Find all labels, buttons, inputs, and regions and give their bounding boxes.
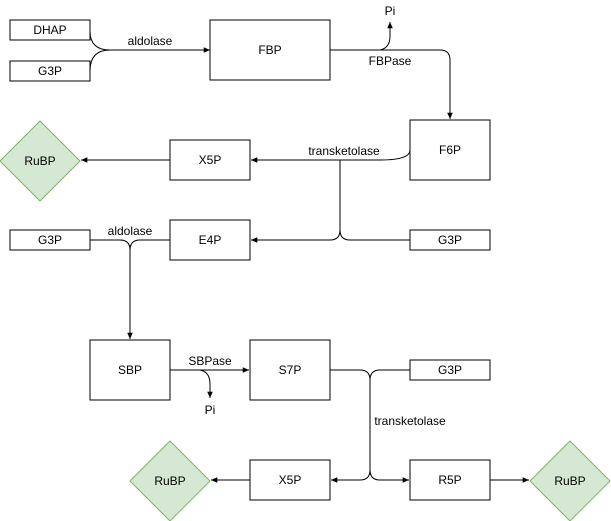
node-g3p-3-label: G3P (438, 233, 462, 247)
node-fbp-label: FBP (258, 43, 281, 57)
node-r5p-label: R5P (438, 473, 461, 487)
label-transketolase-1: transketolase (308, 144, 380, 158)
edge-g3p-fbp (89, 49, 111, 72)
edge-fbp-pi (379, 22, 393, 51)
node-g3p-1: G3P (9, 60, 91, 82)
node-rubp-2: RuBP (129, 440, 211, 521)
node-f6p-label: F6P (439, 143, 461, 157)
node-g3p-2: G3P (9, 229, 91, 251)
edge-e4p-sbp (129, 239, 170, 251)
node-dhap: DHAP (9, 19, 91, 41)
edge-sbp-pi (199, 369, 213, 398)
node-sbp-label: SBP (118, 363, 142, 377)
node-g3p-2-label: G3P (38, 233, 62, 247)
node-g3p-4: G3P (409, 359, 491, 381)
node-rubp-3-label: RuBP (554, 474, 585, 488)
node-rubp-3: RuBP (529, 440, 611, 521)
node-e4p-label: E4P (199, 233, 222, 247)
label-pi-1: Pi (385, 4, 396, 18)
node-x5p-1-label: X5P (199, 153, 222, 167)
label-sbpase: SBPase (188, 354, 232, 368)
node-rubp-2-label: RuBP (154, 474, 185, 488)
edge-f6p-junction (339, 160, 410, 241)
edge-fbp-f6p (330, 49, 453, 119)
label-fbpase: FBPase (369, 54, 412, 68)
node-e4p: E4P (169, 219, 251, 261)
label-transketolase-2: transketolase (374, 414, 446, 428)
edge-g3p-junction (369, 369, 410, 381)
edge-junction-r5p (369, 469, 409, 483)
node-x5p-2: X5P (249, 459, 331, 501)
node-fbp: FBP (209, 19, 331, 81)
edges (81, 22, 529, 483)
node-g3p-1-label: G3P (38, 64, 62, 78)
edge-s7p-junction (330, 369, 371, 470)
label-aldolase-2: aldolase (108, 224, 153, 238)
node-s7p-label: S7P (279, 363, 302, 377)
edge-junction-x5p (331, 469, 371, 483)
edge-g3p-sbp (90, 239, 133, 339)
node-s7p: S7P (249, 339, 331, 401)
node-sbp: SBP (89, 339, 171, 401)
node-dhap-label: DHAP (33, 23, 66, 37)
node-rubp-1-label: RuBP (24, 154, 55, 168)
node-x5p-1: X5P (169, 139, 251, 181)
edge-junction-e4p (251, 229, 341, 243)
node-x5p-2-label: X5P (279, 473, 302, 487)
label-pi-2: Pi (205, 403, 216, 417)
node-f6p: F6P (409, 119, 491, 181)
label-aldolase-1: aldolase (128, 34, 173, 48)
node-rubp-1: RuBP (0, 120, 81, 202)
node-g3p-3: G3P (409, 229, 491, 251)
node-g3p-4-label: G3P (438, 363, 462, 377)
node-r5p: R5P (409, 459, 491, 501)
